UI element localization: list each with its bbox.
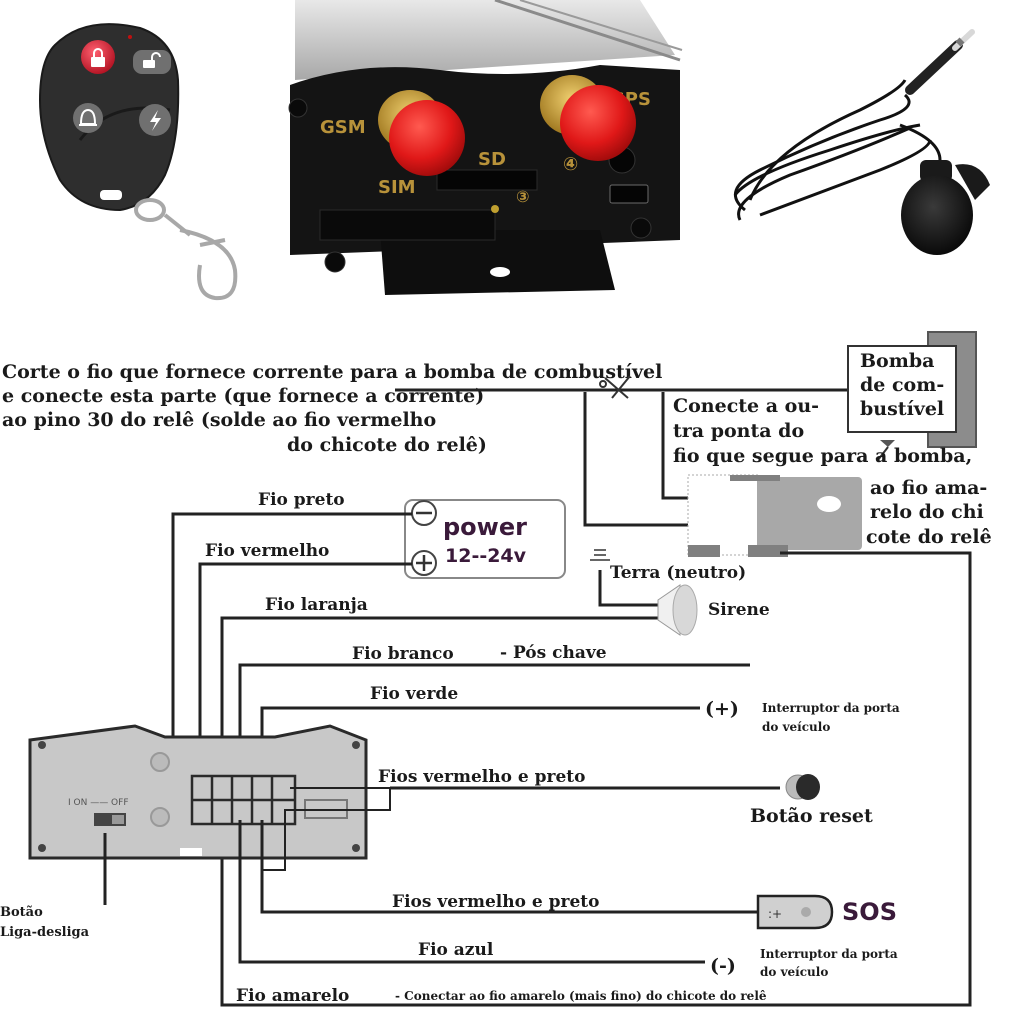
wire-to-relay-pin30 — [583, 392, 690, 527]
sos-button[interactable]: :+ — [756, 894, 834, 930]
microphone-photo — [733, 29, 990, 255]
sim-label: SIM — [378, 177, 416, 198]
wire-label-green: Fio verde — [370, 684, 458, 704]
unlock-button[interactable] — [133, 50, 171, 74]
power-switch-label-line1: Botão — [0, 905, 43, 920]
red-wire — [198, 562, 412, 790]
wire-label-red: Fio vermelho — [205, 541, 329, 561]
wire-label-black: Fio preto — [258, 490, 345, 510]
door-switch-minus-line2: do veículo — [760, 965, 828, 979]
wire-label-orange: Fio laranja — [265, 595, 368, 615]
sos-wire-2 — [262, 825, 286, 871]
blue-wire — [238, 820, 705, 964]
door-switch-plus-line1: Interruptor da porta — [762, 701, 900, 715]
wire-label-yellow: Fio amarelo — [236, 986, 349, 1006]
remote-control-photo — [38, 23, 238, 301]
unlock-icon — [143, 52, 161, 68]
port4-label: ④ — [563, 154, 578, 175]
siren-icon — [657, 584, 698, 636]
instruction-connect-line4: ao fio ama- — [870, 477, 987, 499]
wire-connector — [190, 774, 297, 826]
keychain — [134, 198, 238, 301]
wire-to-relay-yellow — [661, 392, 690, 500]
keyring-hole — [100, 190, 122, 200]
gsm-antenna-connector — [378, 90, 465, 176]
orange-wire — [220, 616, 660, 790]
power-range: 12--24v — [445, 545, 527, 567]
wire-note-white: - Pós chave — [500, 643, 607, 663]
fuel-pump-line1: Bomba — [860, 350, 934, 372]
wire-label-red-black-reset: Fios vermelho e preto — [378, 767, 585, 787]
bell-icon — [79, 108, 97, 126]
ground-label: Terra (neutro) — [610, 563, 746, 583]
sos-button-glyph: :+ — [768, 907, 782, 921]
gps-device-back: I ON —— OFF — [28, 724, 368, 860]
door-switch-plus-line2: do veículo — [762, 720, 830, 734]
instruction-connect-line1: Conecte a ou- — [673, 395, 819, 417]
siren-ground-wire — [598, 570, 660, 607]
door-switch-plus-sign: (+) — [705, 698, 739, 720]
wire-label-white: Fio branco — [352, 644, 454, 664]
reset-button-label: Botão reset — [750, 805, 873, 827]
sim-slot — [319, 209, 496, 241]
lightning-button[interactable] — [139, 104, 171, 136]
instruction-cut-line3: ao pino 30 do relê (solde ao fio vermelh… — [2, 409, 436, 431]
power-switch[interactable] — [94, 813, 126, 826]
port3-label: ③ — [516, 187, 530, 206]
instruction-connect-line5: relo do chi — [870, 501, 984, 523]
lock-icon — [91, 48, 105, 67]
ground-icon — [590, 549, 610, 561]
yellow-wire — [220, 551, 972, 1007]
sos-label: SOS — [842, 898, 897, 926]
sd-label: SD — [478, 149, 506, 170]
led — [491, 205, 499, 213]
power-switch-label-line2: Liga-desliga — [0, 925, 90, 940]
fuel-pump-label-box — [847, 345, 957, 433]
scissors-icon — [599, 375, 631, 399]
usb-port — [609, 184, 649, 204]
wire-label-red-black-sos: Fios vermelho e preto — [392, 892, 599, 912]
fuel-pump-line2: de com- — [860, 374, 944, 396]
gsm-label: GSM — [320, 117, 366, 138]
reset-wire-1 — [284, 787, 391, 825]
gps-tracker-photo: GSM GPS SD SIM ③ ④ — [288, 0, 683, 295]
instruction-connect-line3: fio que segue para a bomba, — [673, 445, 972, 467]
instruction-cut-line4: do chicote do relê) — [287, 434, 487, 456]
instruction-cut-line1: Corte o fio que fornece corrente para a … — [2, 361, 662, 383]
lightning-icon — [150, 110, 161, 131]
fuel-pump-line3: bustível — [860, 398, 944, 420]
switch-label: I ON —— OFF — [68, 798, 129, 808]
bell-button[interactable] — [73, 103, 103, 133]
relay — [687, 474, 862, 557]
power-box — [404, 499, 566, 579]
lock-button[interactable] — [81, 40, 115, 74]
instruction-cut-line2: e conecte esta parte (que fornece a corr… — [2, 385, 484, 407]
instruction-connect-line6: cote do relê — [866, 526, 992, 548]
gps-antenna-connector — [540, 75, 636, 161]
sos-wire — [260, 820, 760, 914]
instruction-connect-line2: tra ponta do — [673, 420, 804, 442]
door-switch-minus-sign: (-) — [710, 955, 736, 977]
mounting-bracket — [380, 230, 615, 295]
door-switch-minus-line1: Interruptor da porta — [760, 947, 898, 961]
foam-windscreen — [901, 175, 973, 255]
sd-slot — [436, 169, 538, 191]
power-title: power — [443, 513, 527, 541]
wire-label-blue: Fio azul — [418, 940, 494, 960]
wire-note-yellow: - Conectar ao fio amarelo (mais fino) do… — [395, 989, 767, 1003]
siren-label: Sirene — [708, 600, 770, 620]
reset-button[interactable] — [785, 774, 820, 800]
